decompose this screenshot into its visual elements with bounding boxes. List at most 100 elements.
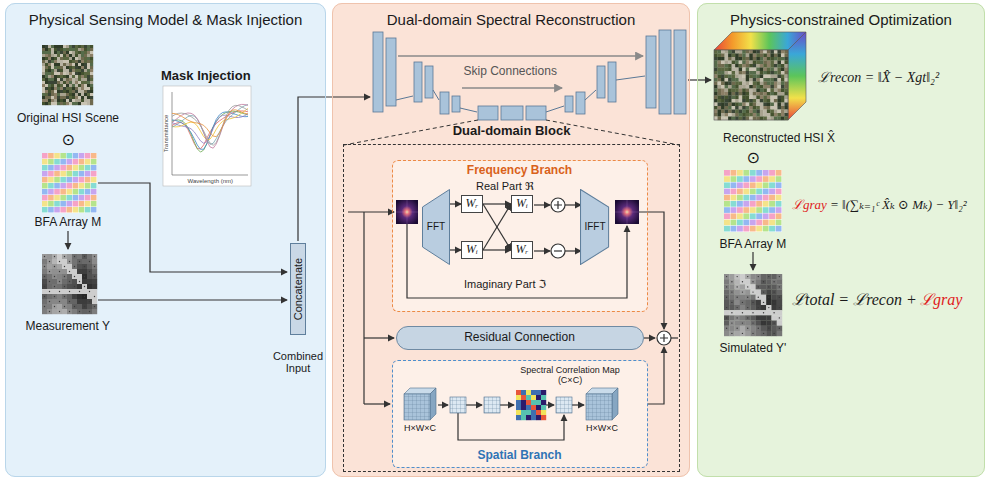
image-pixel <box>742 54 746 58</box>
image-pixel <box>721 85 725 89</box>
mosaic-dot <box>74 256 75 257</box>
correlation-cell <box>516 415 521 420</box>
image-pixel <box>52 279 57 284</box>
image-pixel <box>63 93 66 96</box>
image-pixel <box>718 92 722 96</box>
image-pixel <box>760 75 764 79</box>
image-pixel <box>750 290 755 295</box>
image-pixel <box>62 264 67 269</box>
image-pixel <box>75 66 78 69</box>
mosaic-dot <box>64 296 65 297</box>
image-pixel <box>48 90 51 93</box>
data-line <box>438 404 448 405</box>
image-pixel <box>60 99 63 102</box>
mosaic-dot <box>779 307 780 308</box>
image-pixel <box>47 269 52 274</box>
mosaic-dot <box>736 307 737 308</box>
image-pixel <box>770 85 774 89</box>
image-pixel <box>767 106 771 110</box>
correlation-cell <box>526 410 531 415</box>
image-pixel <box>749 61 753 65</box>
image-pixel <box>774 110 778 114</box>
hsi-cube <box>788 32 806 120</box>
image-pixel <box>45 81 48 84</box>
image-pixel <box>47 299 52 304</box>
image-pixel <box>766 274 771 279</box>
mosaic-dot <box>79 311 80 312</box>
mosaic-dot <box>59 261 60 262</box>
image-pixel <box>777 113 781 117</box>
image-pixel <box>67 294 72 299</box>
image-pixel <box>60 81 63 84</box>
mosaic-dot <box>89 301 90 302</box>
mosaic-dot <box>49 311 50 312</box>
image-pixel <box>84 84 87 87</box>
unet-block <box>608 62 616 102</box>
image-pixel <box>735 61 739 65</box>
image-pixel <box>774 99 778 103</box>
filter-cell <box>42 189 48 195</box>
image-pixel <box>756 290 761 295</box>
image-pixel <box>721 99 725 103</box>
image-pixel <box>735 310 740 315</box>
image-pixel <box>770 57 774 61</box>
filter-cell <box>54 177 60 183</box>
image-pixel <box>87 57 90 60</box>
image-pixel <box>746 50 750 54</box>
image-pixel <box>761 331 766 336</box>
image-pixel <box>724 295 729 300</box>
image-caption: Combined Input <box>268 350 328 375</box>
image-pixel <box>63 48 66 51</box>
image-pixel <box>753 61 757 65</box>
image-pixel <box>69 51 72 54</box>
image-pixel <box>60 45 63 48</box>
image-pixel <box>735 85 739 89</box>
mosaic-dot <box>44 286 45 287</box>
image-pixel <box>42 264 47 269</box>
image-pixel <box>749 92 753 96</box>
filter-cell <box>743 207 749 213</box>
filter-cell <box>60 171 66 177</box>
image-pixel <box>62 294 67 299</box>
heading: Dual-domain Block <box>453 124 571 139</box>
image-pixel <box>63 54 66 57</box>
image-pixel <box>774 54 778 58</box>
image-pixel <box>742 92 746 96</box>
filter-cell <box>66 195 72 201</box>
image-pixel <box>739 106 743 110</box>
image-pixel <box>745 290 750 295</box>
image-pixel <box>756 78 760 82</box>
image-pixel <box>75 96 78 99</box>
box-label: Residual Connection <box>464 331 575 345</box>
image-pixel <box>67 299 72 304</box>
image-pixel <box>75 45 78 48</box>
image-pixel <box>45 99 48 102</box>
image-pixel <box>753 50 757 54</box>
image-pixel <box>774 106 778 110</box>
image-pixel <box>718 57 722 61</box>
filter-cell <box>750 189 756 195</box>
filter-cell <box>730 226 736 232</box>
image-pixel <box>777 300 782 305</box>
image-pixel <box>761 305 766 310</box>
image-pixel <box>78 84 81 87</box>
image-pixel <box>69 45 72 48</box>
image-pixel <box>784 92 788 96</box>
heading: Physical Sensing Model & Mask Injection <box>29 11 302 28</box>
filter-cell <box>730 201 736 207</box>
image-pixel <box>84 78 87 81</box>
image-pixel <box>92 264 97 269</box>
filter-cell <box>91 159 97 165</box>
image-pixel <box>90 63 93 66</box>
image-pixel <box>761 274 766 279</box>
image-pixel <box>774 96 778 100</box>
image-pixel <box>760 117 764 121</box>
image-pixel <box>724 290 729 295</box>
image-pixel <box>87 78 90 81</box>
unet-block <box>576 92 585 114</box>
image-pixel <box>90 93 93 96</box>
image-pixel <box>45 75 48 78</box>
image-pixel <box>72 57 75 60</box>
image-pixel <box>761 315 766 320</box>
image-pixel <box>75 60 78 63</box>
